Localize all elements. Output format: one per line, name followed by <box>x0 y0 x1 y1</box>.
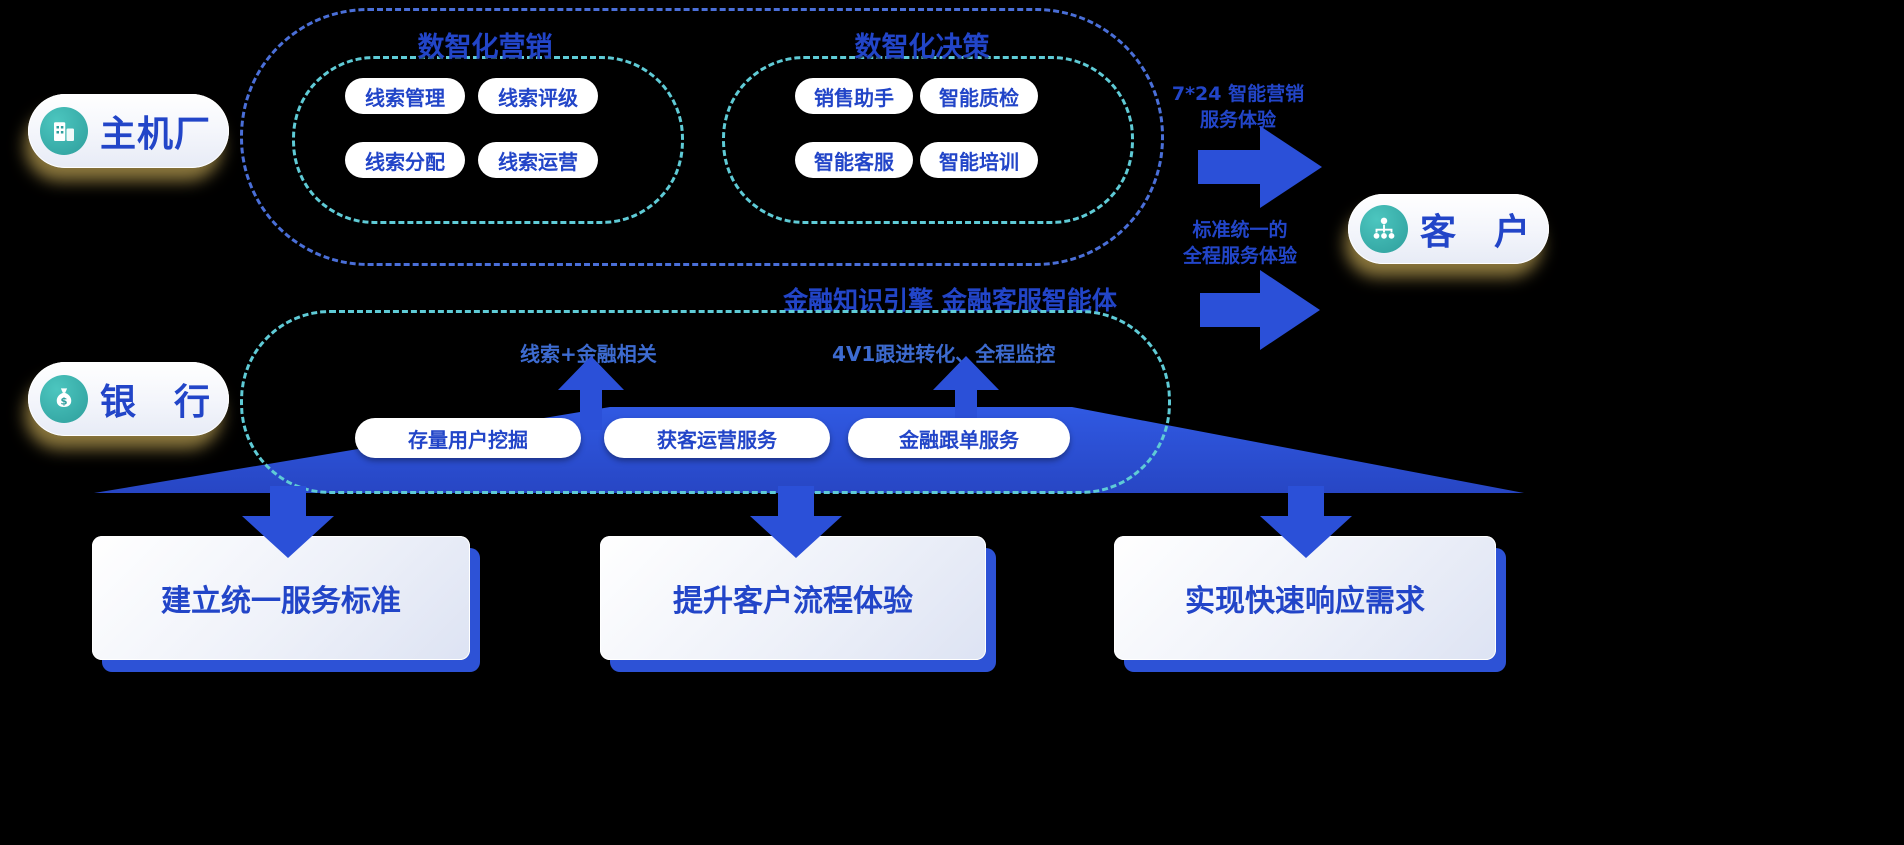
pill-lead-operation: 线索运营 <box>478 142 598 178</box>
pill-smart-service: 智能客服 <box>795 142 913 178</box>
marketing-zone-border <box>292 56 684 224</box>
up-arrow-left <box>558 356 624 430</box>
customer-arrow-label-2-line2: 全程服务体验 <box>1182 244 1297 267</box>
actor-customer: 客 户 <box>1348 194 1550 264</box>
pill-lead-assignment: 线索分配 <box>345 142 465 178</box>
money-bag-icon: $ <box>40 375 88 423</box>
down-arrow-1 <box>242 486 334 562</box>
pill-lead-management: 线索管理 <box>345 78 465 114</box>
customer-arrow-label-1-line2: 服务体验 <box>1199 108 1276 131</box>
actor-bank: $ 银 行 <box>28 362 230 436</box>
marketing-zone-title: 数智化营销 <box>417 32 553 63</box>
bank-note-right: 4V1跟进转化、全程监控 <box>832 342 1056 366</box>
down-arrow-3 <box>1260 486 1352 562</box>
pill-lead-rating: 线索评级 <box>478 78 598 114</box>
goal-card-unified-standard-label: 建立统一服务标准 <box>161 584 401 619</box>
building-icon <box>40 107 88 155</box>
goal-card-customer-experience: 提升客户流程体验 <box>600 536 986 660</box>
customer-arrow-label-1: 7*24 智能营销 服务体验 <box>1158 82 1318 133</box>
actor-oem-label: 主机厂 <box>100 114 212 155</box>
bank-zone-border <box>240 310 1171 494</box>
pill-finance-followup: 金融跟单服务 <box>848 418 1070 458</box>
goal-card-unified-standard: 建立统一服务标准 <box>92 536 470 660</box>
down-arrow-2 <box>750 486 842 562</box>
customer-org-icon <box>1360 205 1408 253</box>
actor-oem: 主机厂 <box>28 94 230 168</box>
right-arrow-top <box>1198 126 1322 208</box>
pill-acquisition-operation: 获客运营服务 <box>604 418 830 458</box>
pill-existing-user-mining: 存量用户挖掘 <box>355 418 581 458</box>
goal-card-fast-response-label: 实现快速响应需求 <box>1185 584 1425 619</box>
decision-zone-border <box>722 56 1134 224</box>
customer-arrow-label-2: 标准统一的 全程服务体验 <box>1160 218 1320 269</box>
goal-card-customer-experience-label: 提升客户流程体验 <box>673 584 913 619</box>
pill-smart-training: 智能培训 <box>920 142 1038 178</box>
svg-text:$: $ <box>61 396 68 407</box>
pill-sales-assistant: 销售助手 <box>795 78 913 114</box>
actor-customer-label: 客 户 <box>1420 212 1532 253</box>
decision-zone-title: 数智化决策 <box>854 32 990 63</box>
oem-zone-border <box>240 8 1164 266</box>
customer-arrow-label-2-line1: 标准统一的 <box>1192 219 1288 241</box>
up-arrow-right <box>933 356 999 430</box>
right-arrow-bottom <box>1200 270 1320 350</box>
actor-bank-label: 银 行 <box>100 382 212 423</box>
pill-smart-qc: 智能质检 <box>920 78 1038 114</box>
customer-arrow-label-1-line1: 7*24 智能营销 <box>1171 83 1305 105</box>
